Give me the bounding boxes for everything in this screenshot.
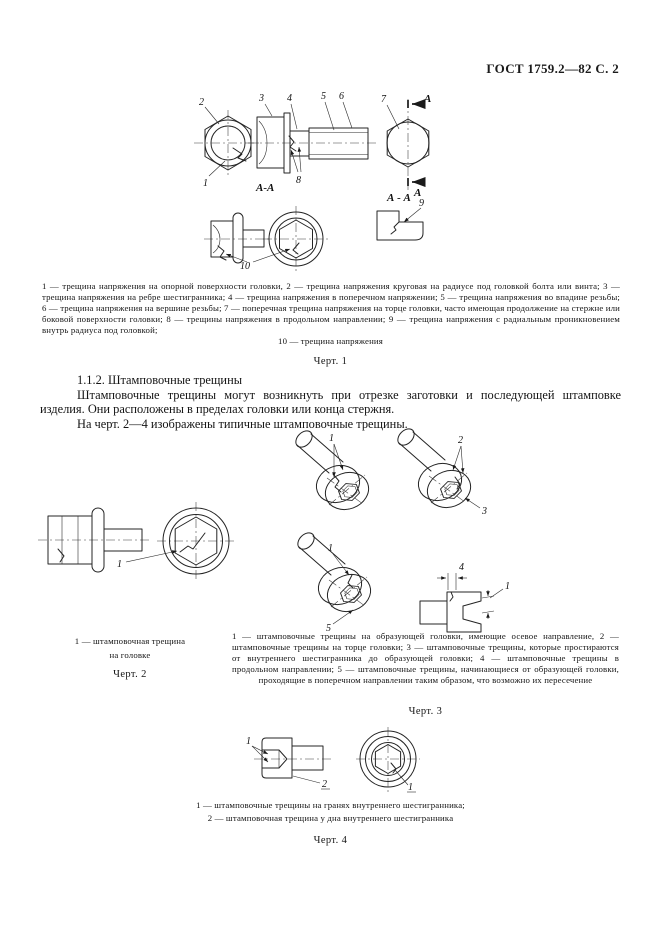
fig3-callout-3: 3 (481, 506, 487, 517)
fig3-screw-a: 1 (292, 427, 375, 516)
figure-1-caption-last-line: 10 — трещина напряжения (278, 336, 383, 346)
figure-4-caption-line2: 2 — штамповочная трещина у дна внутренне… (207, 813, 454, 823)
fig1-hatched-section: 9 (376, 198, 424, 241)
figure-4-drawing: 1 2 1 (246, 727, 420, 793)
fig1-flanged-head-views: 10 (204, 206, 329, 272)
figure-1-drawing: 2 1 3 4 5 6 8 А-А (194, 91, 431, 272)
fig1-callout-4: 4 (287, 93, 292, 104)
figure-2-caption-line2: на головке (109, 650, 151, 660)
figure-1-caption: 1 — трещина напряжения на опорной поверх… (42, 281, 620, 335)
fig1-bolt-side-view: 3 4 5 6 8 А-А (248, 91, 376, 194)
figure-3-title: Черт. 3 (408, 706, 443, 717)
figure-4-caption-line1: 1 — штамповочные трещины на гранях внутр… (196, 800, 465, 810)
fig3-callout-1d: 1 (505, 581, 510, 592)
fig1-arrow-label-top: А (423, 93, 431, 105)
fig4-section-view: 1 2 (246, 736, 332, 790)
fig3-callout-2: 2 (458, 435, 463, 446)
fig4-callout-1s: 1 (246, 736, 251, 747)
figures-2-3-drawing: 1 1 2 3 1 5 (38, 425, 510, 634)
fig1-callout-3: 3 (258, 93, 264, 104)
section-heading: 1.1.2. Штамповочные трещины (77, 373, 243, 387)
fig1-section-label-right: А - А (386, 192, 411, 204)
fig3-section-view: 4 1 (419, 562, 510, 633)
fig2-flanged-bolt: 1 (38, 502, 235, 580)
fig2-callout-1: 1 (117, 559, 122, 570)
fig4-callout-2: 2 (322, 779, 327, 790)
fig1-callout-7: 7 (381, 94, 387, 105)
figure-3-caption: 1 — штамповочные трещины на образующей г… (232, 631, 619, 685)
fig3-callout-1a: 1 (329, 433, 334, 444)
fig1-section-view-head: А А 7 А - А (381, 93, 431, 204)
fig3-callout-4: 4 (459, 562, 464, 573)
fig1-callout-6: 6 (339, 91, 344, 102)
fig3-callout-5: 5 (326, 623, 331, 634)
fig1-arrow-label-bottom: А (413, 187, 421, 199)
section-paragraph-2: На черт. 2—4 изображены типичные штампов… (77, 416, 408, 431)
figure-2-title: Черт. 2 (113, 669, 147, 680)
page-header: ГОСТ 1759.2—82 С. 2 (486, 61, 619, 76)
section-1-1-2: 1.1.2. Штамповочные трещины Штамповочные… (40, 373, 621, 431)
fig1-callout-9: 9 (419, 198, 424, 209)
figure-2-caption-line1: 1 — штамповочная трещина (74, 636, 186, 646)
fig3-screw-c: 1 5 (294, 529, 377, 634)
fig1-section-label-mid: А-А (255, 182, 274, 194)
fig1-callout-5: 5 (321, 91, 326, 102)
fig4-callout-1e: 1 (408, 782, 413, 793)
fig1-callout-1: 1 (203, 178, 208, 189)
fig1-callout-8: 8 (296, 175, 301, 186)
section-paragraph-1: Штамповочные трещины могут возникнуть пр… (40, 387, 621, 417)
figure-4-title: Черт. 4 (313, 835, 348, 846)
fig3-callout-1c: 1 (328, 543, 333, 554)
fig1-callout-2: 2 (199, 97, 204, 108)
fig3-screw-b: 2 3 (394, 425, 487, 517)
fig4-end-view: 1 (356, 727, 420, 793)
fig1-callout-10: 10 (240, 261, 250, 272)
figure-1-title: Черт. 1 (313, 356, 348, 367)
